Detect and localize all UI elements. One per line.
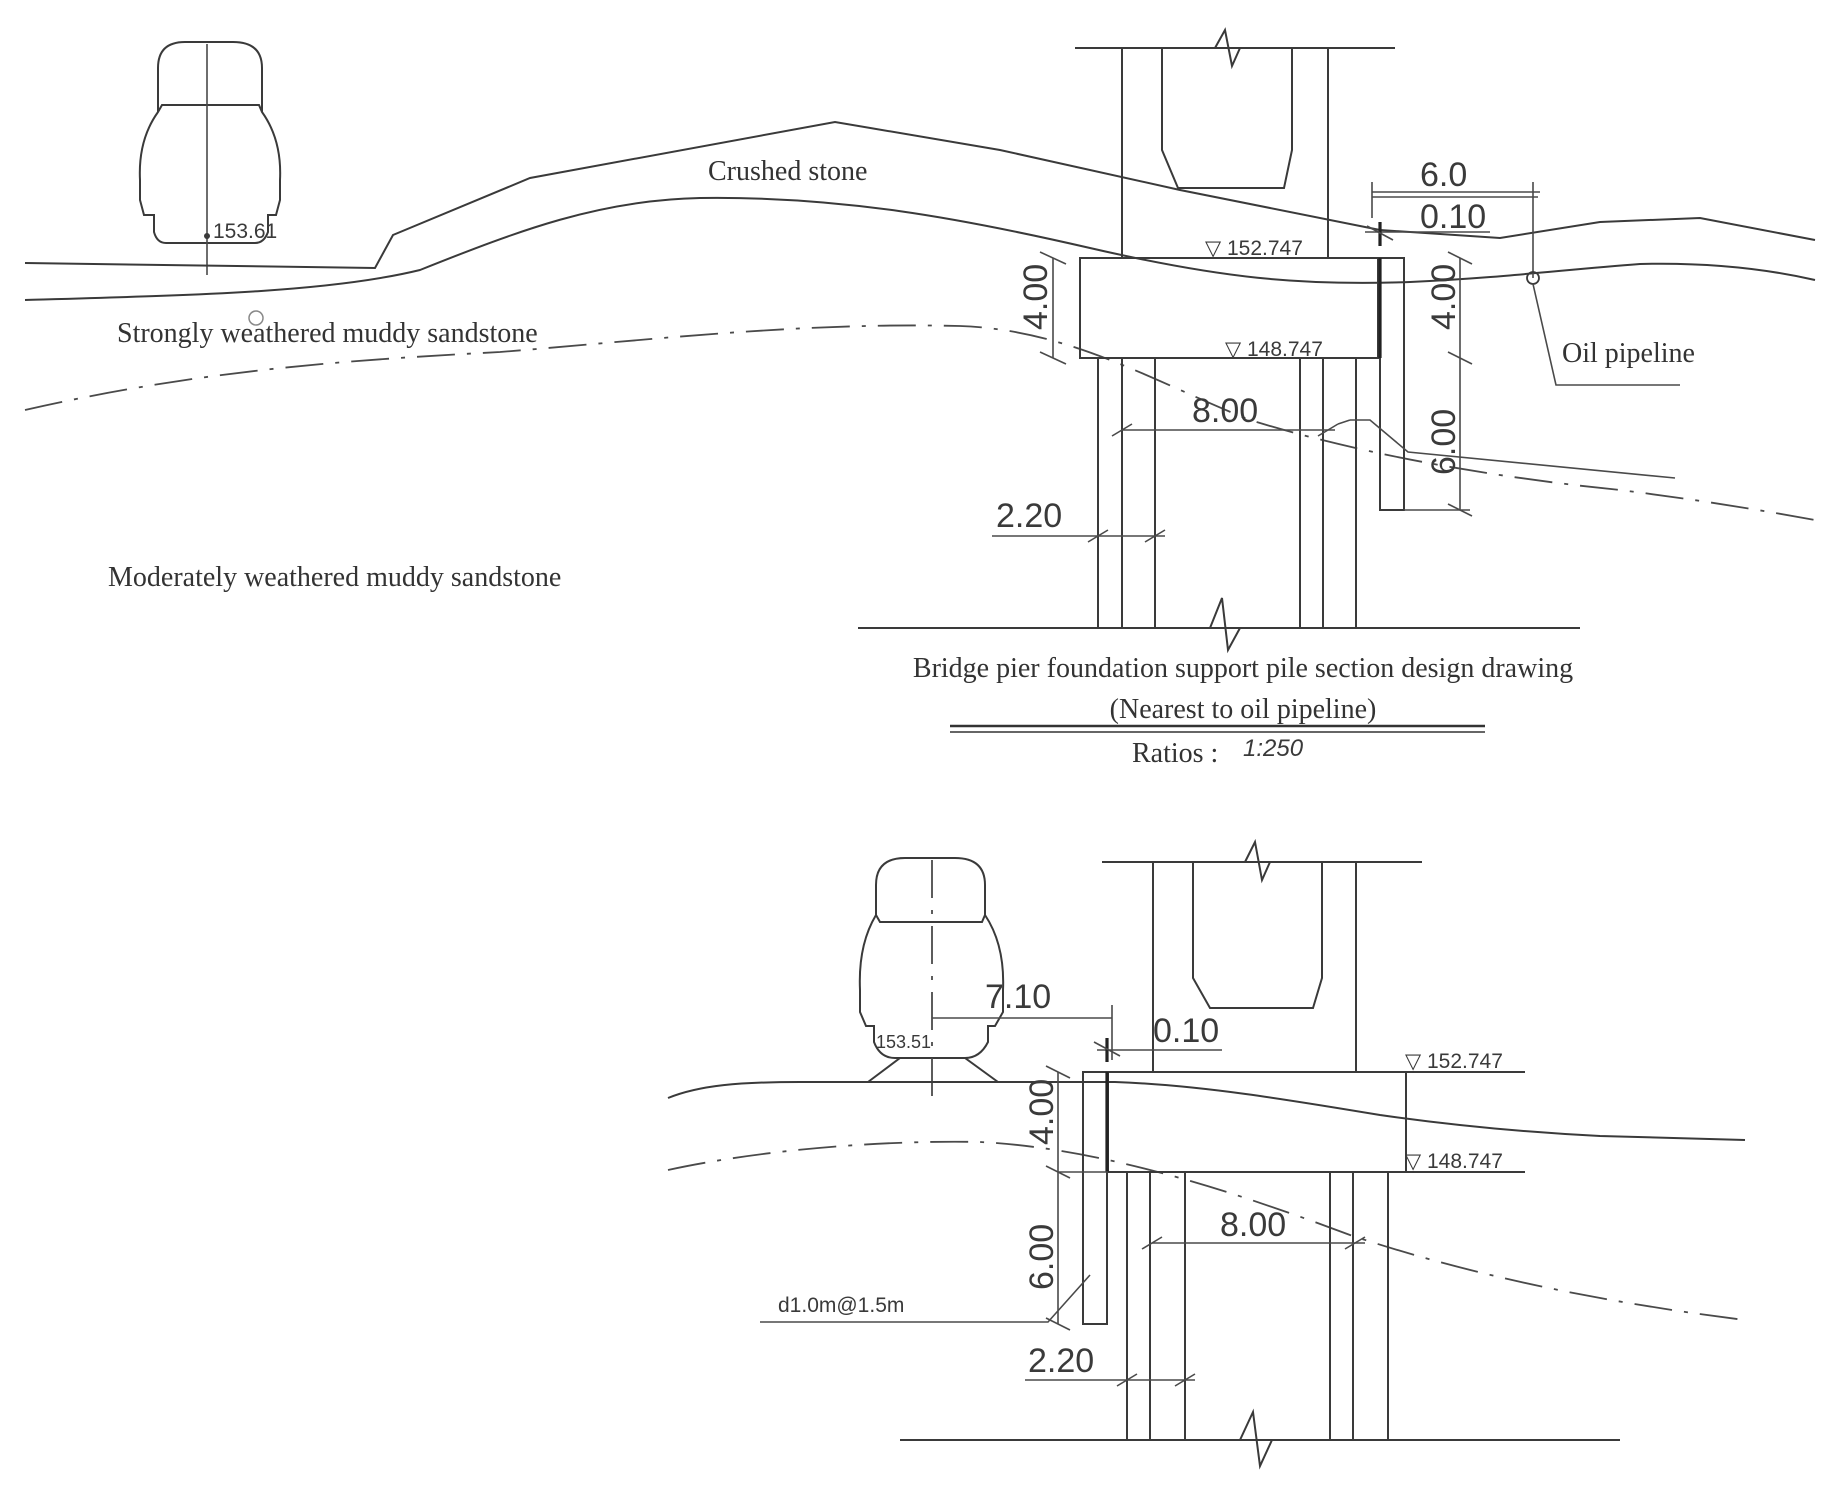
dim-text-cap-height-right-top: 4.00 — [1425, 264, 1463, 330]
cap-top-elevation-top: ▽ 152.747 — [1205, 237, 1303, 260]
label-crushed-stone: Crushed stone — [708, 156, 867, 187]
drawing-title: Bridge pier foundation support pile sect… — [913, 653, 1573, 684]
dim-clearance-bottom — [932, 1005, 1222, 1062]
drawing-subtitle: (Nearest to oil pipeline) — [1110, 694, 1377, 725]
cap-bottom-elevation-top: ▽ 148.747 — [1225, 338, 1323, 361]
bottom-section: 153.51 ▽ — [667, 838, 1746, 1470]
dim-cap-height-left-top — [1039, 251, 1067, 365]
label-oil-pipeline: Oil pipeline — [1562, 338, 1695, 369]
oil-pipeline-leader — [1532, 283, 1680, 386]
ground-surface-top — [24, 120, 1816, 270]
ground-surface-bottom — [667, 1081, 1746, 1141]
dim-left-stack-bottom — [1045, 1065, 1108, 1331]
dim-clearance-top — [1365, 182, 1540, 285]
dim-text-pile-depth-bottom: 6.00 — [1023, 1224, 1061, 1290]
dim-text-cap-height-bottom: 4.00 — [1023, 1079, 1061, 1145]
cap-bottom-elevation-bottom: ▽ 148.747 — [1405, 1150, 1503, 1173]
pier-bottom — [900, 838, 1620, 1470]
dim-text-pile-spacing-bottom: 8.00 — [1220, 1206, 1286, 1244]
dim-pile-width-top — [992, 529, 1166, 543]
label-strongly-weathered: Strongly weathered muddy sandstone — [117, 318, 538, 349]
crushed-stone-boundary-top — [24, 196, 1816, 301]
dim-text-cap-height-left-top: 4.00 — [1017, 264, 1055, 330]
ratio-label: Ratios : — [1132, 738, 1218, 769]
dim-right-stack-top — [1404, 251, 1473, 517]
ratio-value: 1:250 — [1243, 735, 1304, 762]
dim-text-pile-depth-top: 6.00 — [1425, 409, 1463, 475]
dim-text-6-0-top: 6.0 — [1420, 156, 1467, 194]
pile-spec-label: d1.0m@1.5m — [778, 1294, 904, 1317]
dim-text-0-10-bottom: 0.10 — [1153, 1012, 1219, 1050]
rock-boundary-top — [24, 324, 1816, 521]
rock-boundary-bottom — [667, 1140, 1746, 1321]
dim-text-7-10-bottom: 7.10 — [985, 978, 1051, 1016]
dim-pile-spacing-top — [1111, 419, 1676, 479]
pile-spec-leader — [760, 1274, 1091, 1323]
dim-text-0-10-top: 0.10 — [1420, 198, 1486, 236]
dim-text-pile-width-top: 2.20 — [996, 497, 1062, 535]
cap-top-elevation-bottom: ▽ 152.747 — [1405, 1050, 1503, 1073]
label-moderately-weathered: Moderately weathered muddy sandstone — [108, 562, 561, 593]
dim-pile-spacing-bottom — [1141, 1236, 1366, 1250]
pier-top — [858, 27, 1580, 654]
tunnel-elevation-top: 153.61 — [213, 220, 277, 243]
top-section: 153.61 ▽ 152. — [24, 27, 1816, 769]
dim-pile-width-bottom — [1025, 1373, 1196, 1387]
dim-text-pile-width-bottom: 2.20 — [1028, 1342, 1094, 1380]
dim-text-pile-spacing-top: 8.00 — [1192, 392, 1258, 430]
tunnel-outline-bottom — [858, 857, 1005, 1100]
tunnel-elevation-bottom: 153.51 — [876, 1032, 931, 1052]
tunnel-outline-top — [138, 41, 282, 275]
